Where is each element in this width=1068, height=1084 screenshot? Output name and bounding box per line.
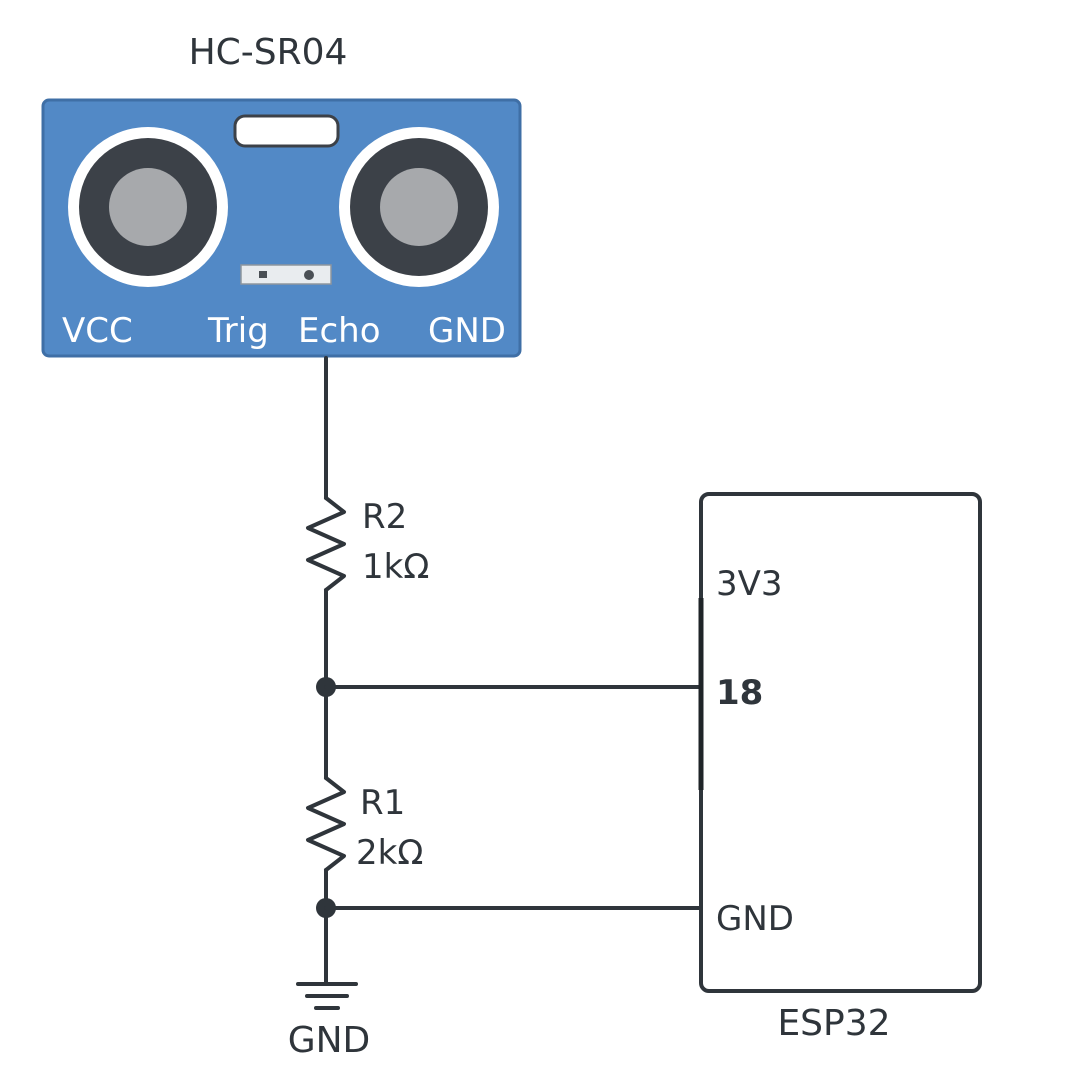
right-transducer-icon xyxy=(339,127,499,287)
resistor-r1-name: R1 xyxy=(360,783,405,823)
smd-component-icon xyxy=(240,264,332,285)
esp32-module: 3V3 18 GND xyxy=(698,492,982,993)
hc-sr04-module: VCC Trig Echo GND xyxy=(41,98,522,358)
esp32-pin-3v3: 3V3 xyxy=(716,564,783,604)
resistor-r1-value: 2kΩ xyxy=(356,833,423,873)
esp32-pin-gnd: GND xyxy=(716,899,794,939)
ground-label: GND xyxy=(288,1020,371,1061)
left-transducer-icon xyxy=(68,127,228,287)
sensor-title: HC-SR04 xyxy=(189,32,348,73)
resistor-r1 xyxy=(306,776,346,872)
pin-label-gnd: GND xyxy=(428,311,506,351)
resistor-r2 xyxy=(306,496,346,592)
pin-label-vcc: VCC xyxy=(62,311,133,351)
pin-label-echo: Echo xyxy=(298,311,381,351)
resistor-r2-value: 1kΩ xyxy=(362,547,429,587)
esp32-pin-18: 18 xyxy=(716,673,763,713)
oscillator-icon xyxy=(233,114,340,148)
esp32-title: ESP32 xyxy=(777,1003,890,1044)
resistor-r2-name: R2 xyxy=(362,497,407,537)
ground-symbol-icon xyxy=(296,982,358,1010)
pin-label-trig: Trig xyxy=(207,311,269,351)
